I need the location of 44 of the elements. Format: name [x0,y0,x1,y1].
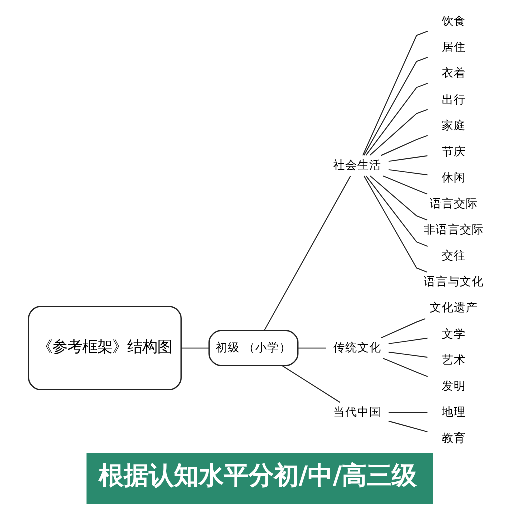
connector [264,176,352,332]
node-text: 居住 [442,40,466,54]
node-text: 交往 [442,248,466,263]
connector [366,176,428,248]
connector [388,412,428,414]
connector [382,176,428,195]
connector [364,176,428,273]
connector [369,109,428,156]
node-text: 艺术 [442,352,466,367]
connector [382,358,428,378]
connector [181,348,210,349]
node-text: 教育 [442,431,466,446]
node-text: 语言与文化 [424,274,484,289]
connector [298,348,327,349]
node-text: 社会生活 [333,158,382,172]
node-text: 地理 [442,404,466,419]
node-text: 饮食 [442,14,466,28]
node-text: 文学 [442,326,466,341]
node-text: 家庭 [442,118,466,132]
node-text: 节庆 [442,144,466,158]
node-text: 当代中国 [333,404,382,419]
connector [366,83,428,156]
connector [282,365,341,404]
node-box: 《参考框架》结构图 [28,306,182,390]
connector [364,57,428,156]
connector [388,420,428,433]
connector [370,176,428,221]
connector [388,338,428,344]
connector [380,318,426,339]
connector [388,352,428,358]
node-text: 语言交际 [430,196,478,210]
node-box: 初级 （小学） [208,330,299,366]
node-text: 传统文化 [333,340,382,354]
connector [380,135,428,156]
node-text: 休闲 [442,170,466,184]
node-text: 出行 [442,92,466,106]
node-text: 衣着 [442,66,466,80]
connector [388,156,428,162]
node-text: 发明 [442,378,466,393]
node-text: 文化遗产 [430,300,478,315]
connector [362,31,428,156]
caption: 根据认知水平分初/中/高三级 [98,461,418,490]
connector [388,169,428,176]
node-text: 非语言交际 [424,222,484,237]
